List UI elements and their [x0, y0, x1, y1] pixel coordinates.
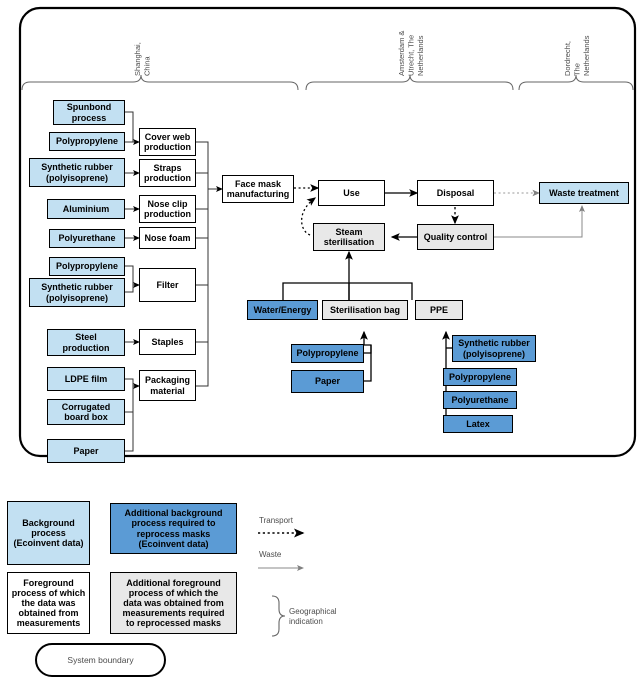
node-steel-production[interactable]: Steel production — [47, 329, 125, 356]
node-use[interactable]: Use — [318, 180, 385, 206]
legend-geographical-indication-label: Geographical indication — [289, 607, 337, 627]
system-boundary-outline — [18, 6, 637, 458]
node-ppe-polyurethane[interactable]: Polyurethane — [443, 391, 517, 409]
geography-braces — [21, 74, 634, 91]
node-bag-polypropylene[interactable]: Polypropylene — [291, 344, 364, 363]
quality-to-waste-arrow — [494, 205, 585, 238]
node-packaging-material[interactable]: Packaging material — [139, 370, 196, 401]
legend-waste-label: Waste — [259, 550, 282, 559]
node-disposal[interactable]: Disposal — [417, 180, 494, 206]
legend-background-process: Background process (Ecoinvent data) — [7, 501, 90, 565]
node-face-mask-manufacturing[interactable]: Face mask manufacturing — [222, 175, 294, 203]
legend-foreground-process: Foreground process of which the data was… — [7, 572, 90, 634]
node-bag-paper[interactable]: Paper — [291, 370, 364, 393]
production-bus — [196, 141, 223, 387]
node-ppe-polypropylene[interactable]: Polypropylene — [443, 368, 517, 386]
geo-label-amsterdam: Amsterdam & Utrecht, The Netherlands — [397, 30, 425, 76]
node-aluminium[interactable]: Aluminium — [47, 199, 125, 219]
node-nose-foam[interactable]: Nose foam — [139, 227, 196, 249]
node-sterilisation-bag[interactable]: Sterilisation bag — [322, 300, 408, 320]
node-nose-clip-production[interactable]: Nose clip production — [139, 195, 196, 223]
node-cover-web-production[interactable]: Cover web production — [139, 128, 196, 156]
node-ldpe-film[interactable]: LDPE film — [47, 367, 125, 391]
node-polypropylene-filter[interactable]: Polypropylene — [49, 257, 125, 276]
legend-additional-foreground-process: Additional foreground process of which t… — [110, 572, 237, 634]
material-connectors — [125, 111, 140, 452]
transport-arrows — [294, 184, 320, 236]
main-chain-arrows — [282, 189, 452, 425]
legend-additional-background-process: Additional background process required t… — [110, 503, 237, 554]
geo-label-dordrecht: Dordrecht, The Netherlands — [563, 35, 591, 76]
legend-transport-label: Transport — [259, 516, 293, 525]
node-polyurethane-nosefoam[interactable]: Polyurethane — [49, 229, 125, 248]
node-filter[interactable]: Filter — [139, 268, 196, 302]
node-polypropylene-cover[interactable]: Polypropylene — [49, 132, 125, 151]
node-spunbond-process[interactable]: Spunbond process — [53, 100, 125, 125]
legend-symbols — [258, 528, 305, 637]
node-waste-treatment[interactable]: Waste treatment — [539, 182, 629, 204]
node-synthetic-rubber-filter[interactable]: Synthetic rubber (polyisoprene) — [29, 278, 125, 307]
node-ppe-synthetic-rubber[interactable]: Synthetic rubber (polyisoprene) — [452, 335, 536, 362]
node-water-energy[interactable]: Water/Energy — [247, 300, 318, 320]
node-corrugated-board-box[interactable]: Corrugated board box — [47, 399, 125, 425]
node-ppe-latex[interactable]: Latex — [443, 415, 513, 433]
node-straps-production[interactable]: Straps production — [139, 159, 196, 187]
node-staples[interactable]: Staples — [139, 329, 196, 355]
node-steam-sterilisation[interactable]: Steam sterilisation — [313, 223, 385, 251]
node-ppe[interactable]: PPE — [415, 300, 463, 320]
legend-system-boundary: System boundary — [35, 643, 166, 677]
node-quality-control[interactable]: Quality control — [417, 224, 494, 250]
node-paper-packaging[interactable]: Paper — [47, 439, 125, 463]
geo-label-shanghai: Shanghai, China — [133, 42, 152, 76]
node-synthetic-rubber-straps[interactable]: Synthetic rubber (polyisoprene) — [29, 158, 125, 187]
geographical-indication-brace — [271, 595, 286, 637]
